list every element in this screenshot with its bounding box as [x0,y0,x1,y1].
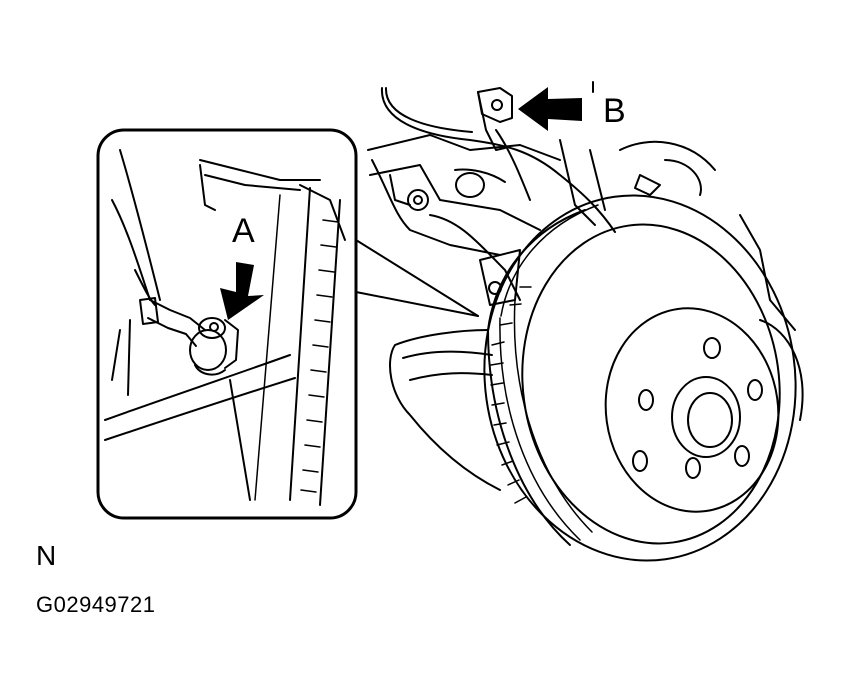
figure-code: G02949721 [36,592,156,617]
callout-label-b: B [603,92,626,130]
wheel-hub [604,307,780,513]
sensor-wire [380,87,616,233]
dust-cover [389,214,804,491]
arrow-a-icon [220,262,264,320]
brake-rotor [483,194,797,562]
callout-label-a: A [232,212,255,250]
callout-pointer [355,239,479,317]
suspension-arm [367,134,716,306]
wire-bracket [477,81,594,151]
note-label-n: N [36,540,57,571]
arrow-b-icon [518,87,582,131]
detail-inset-frame [96,128,358,520]
inset-detail [104,149,346,506]
